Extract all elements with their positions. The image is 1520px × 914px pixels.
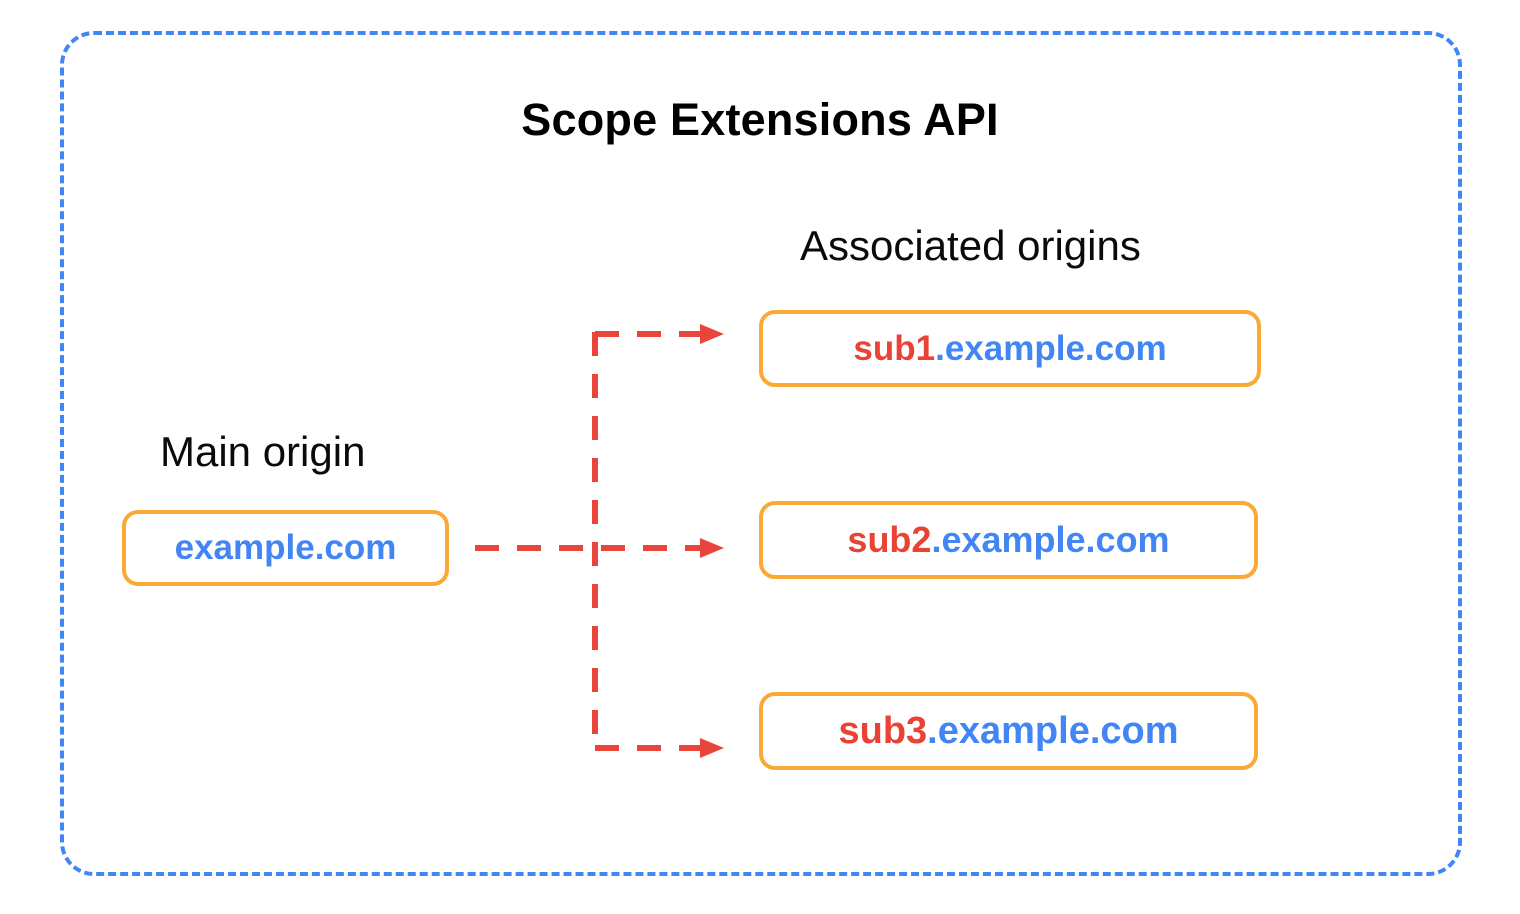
origin-box-main[interactable]: example.com — [122, 510, 449, 586]
page-title: Scope Extensions API — [521, 94, 999, 145]
origin-box-sub3[interactable]: sub3.example.com — [759, 692, 1258, 770]
associated-origins-label: Associated origins — [800, 222, 1141, 269]
origin-domain-text: .example.com — [927, 709, 1179, 752]
origin-domain-text: .example.com — [931, 519, 1170, 560]
scope-extensions-frame — [60, 31, 1462, 876]
origin-subdomain-text: sub1 — [853, 328, 936, 368]
origin-subdomain-text: sub3 — [838, 709, 928, 752]
origin-subdomain-text: sub2 — [847, 519, 932, 560]
origin-box-sub1[interactable]: sub1.example.com — [759, 310, 1261, 387]
origin-domain-text: example.com — [174, 528, 397, 567]
origin-box-sub2[interactable]: sub2.example.com — [759, 501, 1258, 579]
origin-domain-text: .example.com — [935, 328, 1167, 368]
main-origin-label: Main origin — [160, 428, 366, 475]
